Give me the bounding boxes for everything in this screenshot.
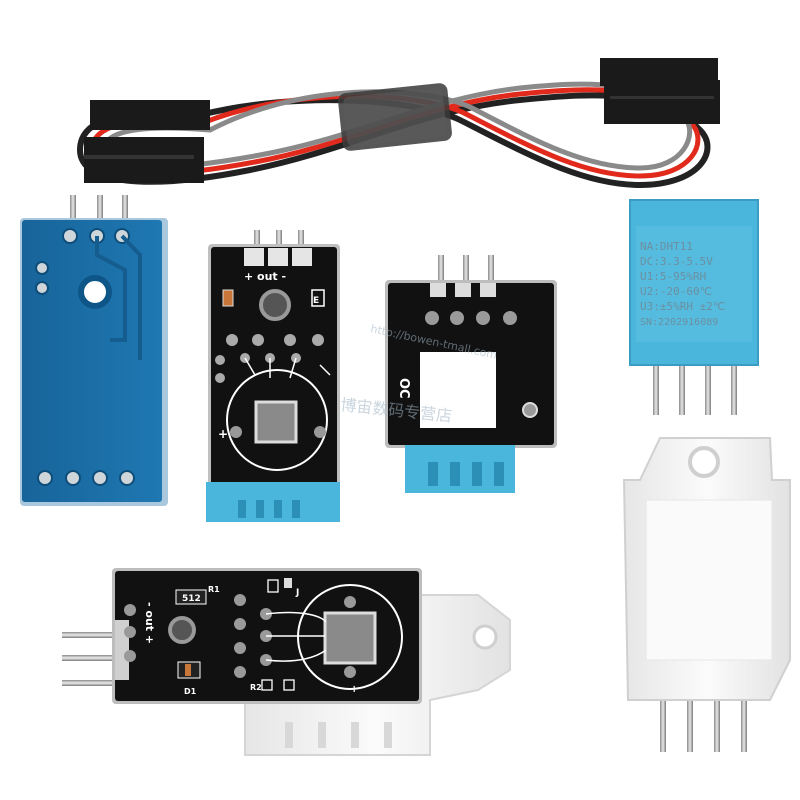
dht22-sensor	[622, 437, 791, 752]
module-c-plus-mark: +	[350, 684, 358, 695]
module-c-j-mark: J	[295, 588, 299, 598]
dht11-black-module-a: + out - E +	[206, 230, 340, 522]
dht11-label-line3: U1:5-95%RH	[640, 270, 706, 283]
dht11-label-line4: U2:-20-60℃	[640, 285, 712, 298]
jumper-cable	[76, 58, 720, 189]
dht11-label-line5: U3:±5%RH ±2℃	[640, 300, 725, 313]
blue-sensor-module	[20, 195, 168, 506]
dht11-label-line6: SN:2202916089	[640, 317, 718, 328]
module-c-d1-mark: D1	[184, 687, 197, 696]
dht11-sensor: NA:DHT11 DC:3.3-5.5V U1:5-95%RH U2:-20-6…	[629, 199, 759, 415]
module-b-oc-mark: OC	[396, 378, 411, 399]
module-a-plus-mark: +	[218, 427, 228, 441]
module-c-r2-mark: R2	[250, 683, 262, 692]
dht11-label-line2: DC:3.3-5.5V	[640, 255, 713, 268]
dht11-label-line1: NA:DHT11	[640, 240, 693, 253]
dht11-black-module-b: OC	[385, 255, 557, 493]
dht11-label: NA:DHT11 DC:3.3-5.5V U1:5-95%RH U2:-20-6…	[640, 240, 725, 328]
module-a-pin-label: + out -	[244, 270, 286, 283]
module-c-pin-label: - out +	[143, 602, 156, 644]
module-a-e-mark: E	[313, 296, 319, 306]
dht22-black-module-c: - out + 512 R1 D1 J R2 +	[62, 568, 511, 756]
module-c-r1-mark: R1	[208, 585, 220, 594]
module-c-resistor-512: 512	[182, 594, 201, 604]
